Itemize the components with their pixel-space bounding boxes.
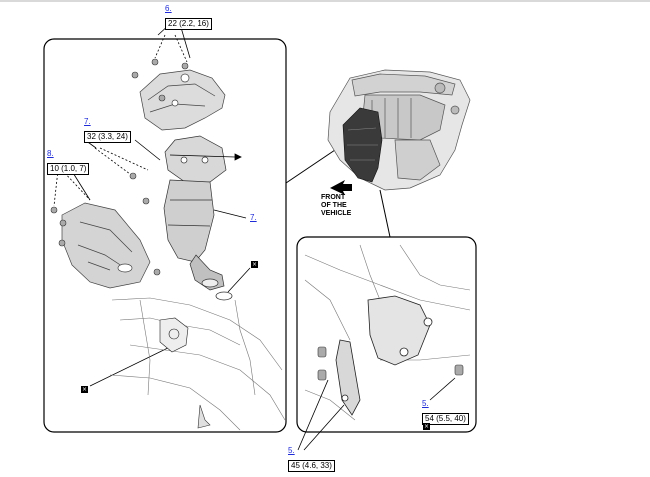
engine-leader-left <box>285 149 336 184</box>
bolt-pointer-lines <box>53 34 188 207</box>
bracket-leader-lines <box>297 377 456 451</box>
catalytic-converter <box>163 135 227 291</box>
gasket <box>215 291 233 301</box>
bracket <box>335 295 433 416</box>
procedure-link-7b[interactable]: 7. <box>250 213 257 222</box>
torque-callout-6: 6. 22 (2.2, 16) <box>165 5 212 30</box>
front-label-line-3: VEHICLE <box>321 210 352 217</box>
procedure-link-8[interactable]: 8. <box>47 149 54 158</box>
torque-spec-8: 10 (1.0, 7) <box>47 163 90 175</box>
front-label-line-2: OF THE <box>321 202 347 209</box>
procedure-link-6[interactable]: 6. <box>165 4 172 13</box>
procedure-link-5a[interactable]: 5. <box>422 399 429 408</box>
replace-part-icon: × <box>423 423 430 430</box>
bolt-icon <box>317 346 464 381</box>
bracket-sketch <box>304 244 471 421</box>
torque-callout-7: 7. 32 (3.3, 24) <box>84 118 131 143</box>
torque-callout-8: 8. 10 (1.0, 7) <box>47 149 90 175</box>
torque-spec-5b: 45 (4.6, 33) <box>288 460 335 472</box>
front-arrow-icon <box>330 180 352 195</box>
bolt-icon <box>131 58 189 102</box>
procedure-link-7[interactable]: 7. <box>84 117 91 126</box>
torque-callout-5b: 5. 45 (4.6, 33) <box>288 447 335 472</box>
engine-illustration <box>327 69 471 191</box>
replace-part-icon: × <box>251 261 258 268</box>
top-divider <box>0 0 650 2</box>
torque-spec-6: 22 (2.2, 16) <box>165 18 212 30</box>
leader-lines <box>54 23 251 387</box>
front-of-vehicle-label: FRONT OF THE VEHICLE <box>321 194 351 218</box>
procedure-link-5b[interactable]: 5. <box>288 446 295 455</box>
catalytic-converter-highlight <box>342 107 383 183</box>
front-label-line-1: FRONT <box>321 194 346 201</box>
upper-heat-shield <box>139 69 226 131</box>
torque-callout-5a: 5. 54 (5.5, 40) <box>422 400 469 425</box>
torque-spec-5a: 54 (5.5, 40) <box>422 413 469 425</box>
replace-part-icon: × <box>81 386 88 393</box>
lower-heat-shield <box>61 202 151 289</box>
engine-leader-right <box>379 189 391 238</box>
bolt-icon <box>50 172 161 276</box>
torque-spec-7: 32 (3.3, 24) <box>84 131 131 143</box>
lower-sketch <box>109 297 286 431</box>
